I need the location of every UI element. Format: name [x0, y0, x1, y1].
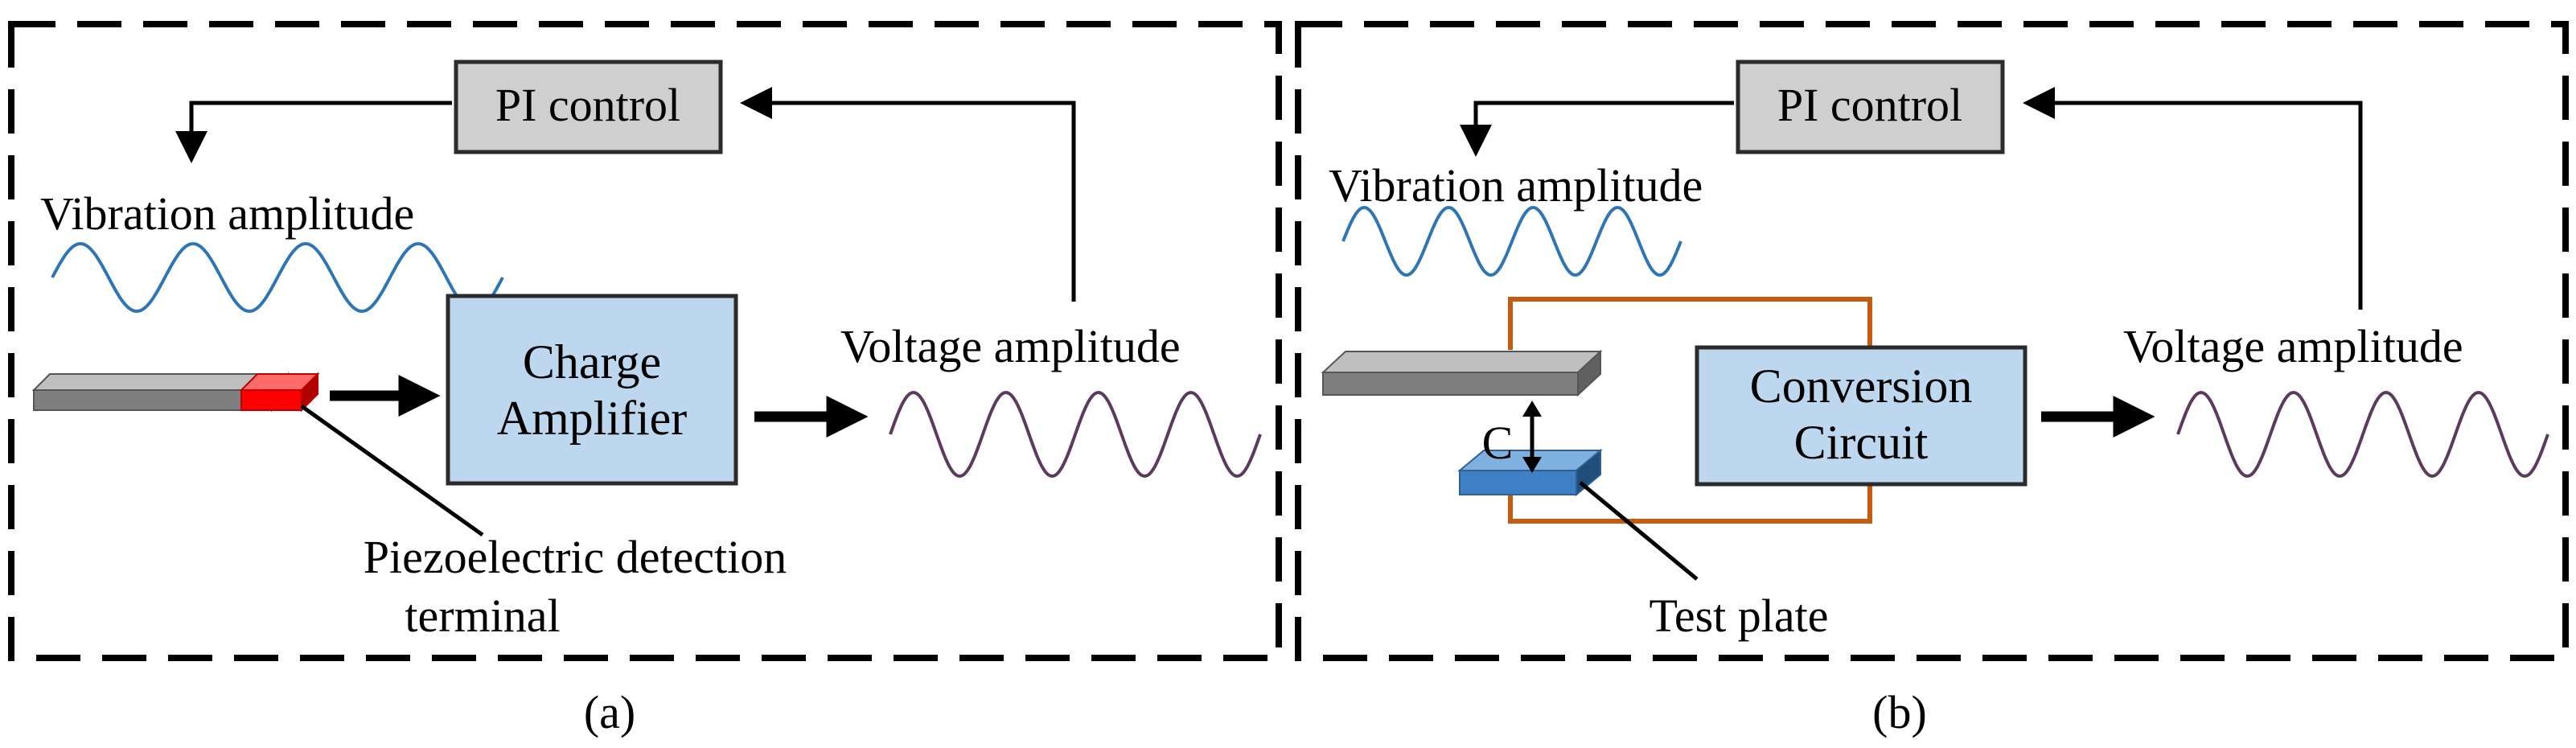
circuit-label-line2: Circuit: [1794, 416, 1929, 469]
panel-b: PI control Vibration amplitude C Test pl…: [1295, 21, 2569, 738]
caption-b: (b): [1872, 686, 1927, 738]
panel-b-frame: [1295, 21, 2569, 661]
amplifier-label-line1: Charge: [523, 335, 661, 388]
voltage-label-a: Voltage amplitude: [840, 320, 1181, 372]
vibration-wave-a: [51, 242, 504, 313]
capacitance-arrowhead-up: [1522, 401, 1542, 417]
pi-control-label-b: PI control: [1777, 79, 1962, 131]
charge-amplifier-box: [446, 294, 738, 486]
test-plate-leader-line: [1579, 481, 1699, 581]
voltage-wave-b: [2176, 391, 2549, 478]
panel-a-frame: [8, 21, 1282, 661]
wire-bottom: [1508, 479, 1872, 524]
wire-top: [1508, 297, 1872, 350]
beam-b: [1321, 349, 1603, 397]
vibration-wave-b: [1341, 206, 1682, 277]
panel-a: PI control Vibration amplitude Piezoelec…: [8, 21, 1282, 738]
piezo-beam: [31, 372, 320, 413]
pi-control-label-a: PI control: [495, 79, 680, 131]
vibration-label-b: Vibration amplitude: [1329, 159, 1703, 212]
capacitance-arrowhead-down: [1522, 457, 1542, 473]
detection-label-line2: terminal: [405, 590, 560, 642]
pi-control-box-a: [454, 60, 723, 154]
control-arrow-a: [175, 101, 452, 163]
feedback-arrow-b: [2023, 87, 2363, 310]
conversion-circuit-box: [1695, 345, 2028, 487]
feedback-arrow-a: [740, 87, 1076, 302]
amplifier-label-line2: Amplifier: [497, 392, 688, 445]
pi-control-box-b: [1736, 60, 2005, 154]
capacitance-label: C: [1482, 417, 1514, 469]
voltage-wave-a: [889, 391, 1262, 478]
detection-leader-line: [300, 404, 484, 537]
test-plate-label: Test plate: [1649, 590, 1828, 642]
circuit-label-line1: Conversion: [1750, 360, 1973, 413]
detection-label-line1: Piezoelectric detection: [364, 531, 787, 583]
caption-a: (a): [584, 686, 635, 738]
vibration-label-a: Vibration amplitude: [40, 187, 414, 240]
voltage-label-b: Voltage amplitude: [2123, 320, 2463, 372]
control-arrow-b: [1460, 101, 1734, 157]
